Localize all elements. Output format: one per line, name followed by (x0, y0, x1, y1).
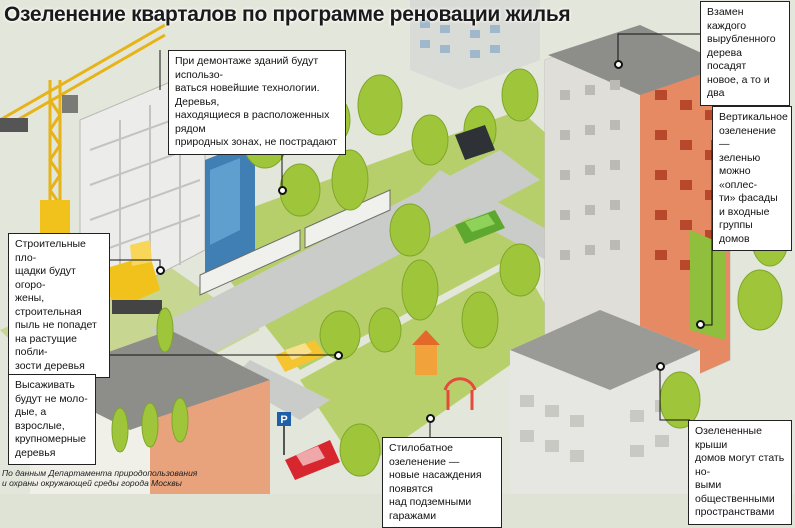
crane-cab (40, 200, 70, 235)
page-title: Озеленение кварталов по программе ренова… (4, 3, 571, 26)
residential-building-top (410, 0, 540, 90)
marker-dot (614, 60, 623, 69)
roof-garden-building (510, 310, 700, 494)
marker-dot (656, 362, 665, 371)
parking-sign (277, 412, 291, 426)
marker-dot (156, 266, 165, 275)
yellow-car (275, 340, 325, 372)
tall-building-right (544, 25, 731, 401)
green-car (455, 210, 505, 244)
red-car (285, 440, 340, 480)
illustration: P (0, 0, 789, 494)
parking-sign-label: P (280, 414, 287, 426)
marker-dot (334, 351, 343, 360)
crane-weight (62, 95, 78, 113)
marker-dot (426, 414, 435, 423)
callout-construction: Строительные пло- щадки будут огоро- жен… (8, 233, 110, 378)
marker-dot (696, 320, 705, 329)
crane-weight (0, 118, 28, 132)
dark-car (455, 125, 495, 160)
road (150, 150, 540, 365)
callout-stylobate: Стилобатное озеленение — новые насаждени… (382, 437, 502, 528)
callout-mature: Высаживать будут не моло- дые, а взрослы… (8, 374, 96, 465)
playground (412, 330, 477, 410)
callout-roofs: Озелененные крыши домов могут стать но- … (688, 420, 792, 525)
construction-fence (199, 189, 391, 296)
callout-vertical: Вертикальное озеленение — зеленью можно … (712, 106, 792, 251)
marker-dot (278, 186, 287, 195)
callout-replace: Взамен каждого вырубленного дерева посад… (700, 1, 790, 106)
source-note: По данным Департамента природопользовани… (2, 468, 198, 488)
callout-tech: При демонтаже зданий будут использо- ват… (168, 50, 346, 155)
